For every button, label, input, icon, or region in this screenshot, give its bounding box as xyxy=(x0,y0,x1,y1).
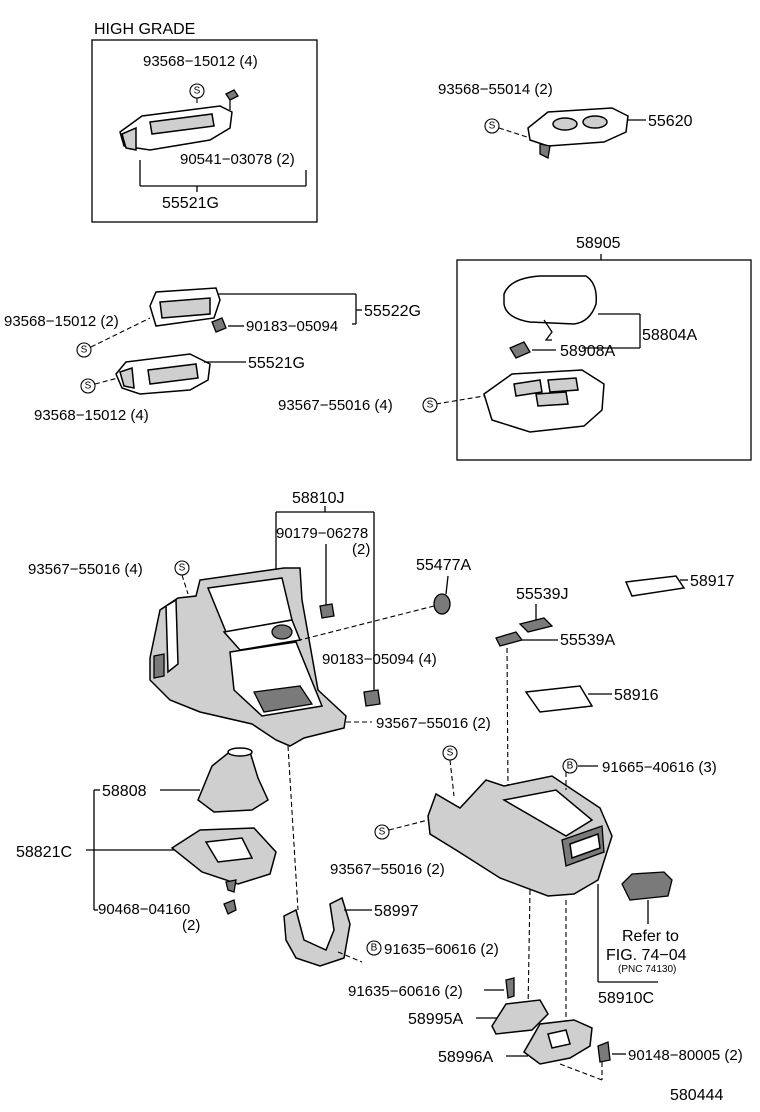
bracket-58997-group: 58997 B 91635−60616 (2) xyxy=(283,896,499,967)
part-refer-pnc-74130 xyxy=(621,871,673,901)
refer-line3: (PNC 74130) xyxy=(618,964,676,975)
refer-line2: FIG. 74−04 xyxy=(606,947,687,964)
label-91635-60616-2a: 91635−60616 (2) xyxy=(384,941,499,958)
label-55620: 55620 xyxy=(648,113,693,130)
s-symbol: S xyxy=(174,560,190,576)
s-symbol: S xyxy=(442,745,458,761)
label-58905: 58905 xyxy=(576,235,621,252)
label-90183-05094: 90183−05094 xyxy=(246,318,338,335)
part-55477A xyxy=(433,593,451,615)
label-55522G: 55522G xyxy=(364,303,421,320)
high-grade-title: HIGH GRADE xyxy=(94,21,195,38)
svg-text:S: S xyxy=(427,400,434,411)
high-grade-frame xyxy=(91,39,318,223)
svg-text:S: S xyxy=(179,563,186,574)
label-93568-15012-4b: 93568−15012 (4) xyxy=(34,407,149,424)
label-58997: 58997 xyxy=(374,903,419,920)
label-58804A: 58804A xyxy=(642,327,697,344)
s-symbol: S xyxy=(422,397,438,413)
label-58910C: 58910C xyxy=(598,990,654,1007)
label-58916: 58916 xyxy=(614,687,659,704)
svg-text:S: S xyxy=(194,86,201,97)
label-90148-80005-2: 90148−80005 (2) xyxy=(628,1047,743,1064)
svg-text:S: S xyxy=(85,381,92,392)
label-58995A: 58995A xyxy=(408,1011,463,1028)
label-93568-15012-2: 93568−15012 (2) xyxy=(4,313,119,330)
part-58908A xyxy=(509,341,531,359)
label-55539A: 55539A xyxy=(560,632,615,649)
b-symbol: B xyxy=(562,758,578,774)
svg-text:S: S xyxy=(379,827,386,838)
svg-text:S: S xyxy=(81,345,88,356)
label-93567-55016-2b: 93567−55016 (2) xyxy=(330,861,445,878)
clip-90183-05094 xyxy=(211,317,227,333)
label-91635-60616-2b: 91635−60616 (2) xyxy=(348,983,463,1000)
label-90541-03078-2: 90541−03078 (2) xyxy=(180,151,295,168)
s-symbol: S xyxy=(189,83,205,99)
screw-90541-03078 xyxy=(225,89,239,101)
part-58997 xyxy=(283,896,351,967)
s-symbol: S xyxy=(484,118,500,134)
svg-text:S: S xyxy=(489,121,496,132)
bolt-91635-60616 xyxy=(505,977,515,999)
label-58821C: 58821C xyxy=(16,844,72,861)
part-58916 xyxy=(524,685,594,713)
label-93568-15012-4a: 93568−15012 (4) xyxy=(143,53,258,70)
label-55521G-b: 55521G xyxy=(248,355,305,372)
svg-text:S: S xyxy=(447,748,454,759)
label-55477A: 55477A xyxy=(416,557,471,574)
tray-group: 55539J 55539A 58917 58916 xyxy=(495,573,735,713)
lower-bracket-group: 91635−60616 (2) 58995A 58996A 90148−8000… xyxy=(348,889,743,1081)
clip-90183-05094-4 xyxy=(363,689,381,707)
label-90179-06278: 90179−06278 xyxy=(276,525,368,542)
b-symbol: B xyxy=(366,940,382,956)
shift-boot-group: 58808 58821C 90468−04160 (2) xyxy=(16,747,277,934)
armrest-group: 58905 58804A 58908A S 93567−55016 (4) xyxy=(278,235,752,461)
box-standard-group: 55522G 90183−05094 93568−15012 (2) S 555… xyxy=(4,287,421,424)
high-grade-group: HIGH GRADE 93568−15012 (4) S 90541−03078… xyxy=(91,21,318,223)
label-58917: 58917 xyxy=(690,573,735,590)
label-55521G-a: 55521G xyxy=(162,195,219,212)
s-symbol: S xyxy=(374,824,390,840)
part-55620 xyxy=(527,107,629,147)
bolt-90148-80005 xyxy=(597,1041,611,1063)
label-93567-55016-4a: 93567−55016 (4) xyxy=(278,397,393,414)
console-box-group: S B 91665−40616 (3) S 93567−55016 (2) 58… xyxy=(330,647,717,1007)
box-58905-frame xyxy=(456,259,752,461)
console-panel-group: 58810J 90179−06278 (2) 93567−55016 (4) S… xyxy=(28,490,491,911)
label-93567-55016-2a: 93567−55016 (2) xyxy=(376,715,491,732)
clip-90468-04160 xyxy=(223,899,237,915)
label-90179-06278-qty: (2) xyxy=(352,541,370,558)
label-90468-04160: 90468−04160 xyxy=(98,901,190,918)
s-symbol: S xyxy=(80,378,96,394)
part-58917 xyxy=(624,575,686,597)
refer-line1: Refer to xyxy=(622,928,679,945)
label-58908A: 58908A xyxy=(560,343,615,360)
label-90468-04160-qty: (2) xyxy=(182,917,200,934)
label-58996A: 58996A xyxy=(438,1049,493,1066)
part-58808-boot xyxy=(197,749,269,813)
part-55539J xyxy=(518,617,554,633)
part-58995A xyxy=(491,999,549,1035)
label-90183-05094-4: 90183−05094 (4) xyxy=(322,651,437,668)
cup-holder-group: 93568−55014 (2) S 55620 xyxy=(438,81,693,159)
svg-text:B: B xyxy=(567,761,574,772)
part-55539A xyxy=(495,631,524,647)
figure-number: 580444 xyxy=(670,1087,723,1104)
clip-90179-06278 xyxy=(319,603,335,619)
label-58810J: 58810J xyxy=(292,490,345,507)
s-symbol: S xyxy=(76,342,92,358)
label-58808: 58808 xyxy=(102,783,147,800)
label-93567-55016-4b: 93567−55016 (4) xyxy=(28,561,143,578)
svg-text:B: B xyxy=(371,943,378,954)
label-91665-40616-3: 91665−40616 (3) xyxy=(602,759,717,776)
label-55539J: 55539J xyxy=(516,586,569,603)
label-93568-55014-2: 93568−55014 (2) xyxy=(438,81,553,98)
part-58804A-lid xyxy=(503,275,598,325)
